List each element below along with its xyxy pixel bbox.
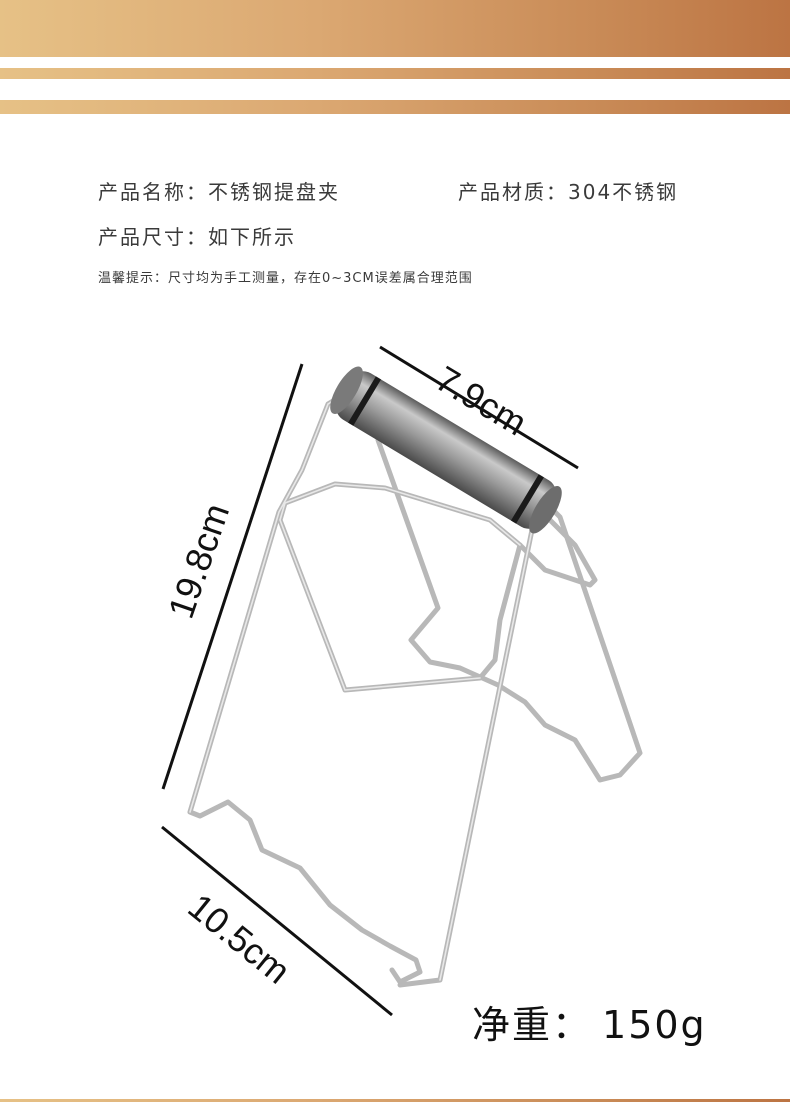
net-weight-label: 净重：	[472, 1003, 593, 1047]
wire-frame	[187, 395, 643, 988]
header-banner	[0, 0, 790, 57]
product-name-label: 产品名称：	[98, 180, 208, 204]
net-weight: 净重：150g	[472, 994, 707, 1049]
product-material: 产品材质：304不锈钢	[458, 176, 678, 205]
product-material-value: 304不锈钢	[568, 180, 679, 204]
product-size: 产品尺寸：如下所示	[98, 221, 296, 250]
handle-dimension-line	[379, 345, 579, 470]
net-weight-value: 150g	[602, 1003, 707, 1047]
product-material-label: 产品材质：	[458, 180, 568, 204]
width-dimension-line	[161, 825, 393, 1017]
decorative-stripe	[0, 68, 790, 79]
measurement-note: 温馨提示：尺寸均为手工测量，存在0~3CM误差属合理范围	[98, 271, 473, 286]
height-dimension-line	[161, 363, 304, 790]
footer-stripe	[0, 1099, 790, 1102]
decorative-stripe	[0, 100, 790, 114]
handle	[330, 366, 562, 534]
product-name: 产品名称：不锈钢提盘夹	[98, 176, 340, 205]
product-name-value: 不锈钢提盘夹	[208, 180, 340, 204]
product-size-label: 产品尺寸：	[98, 225, 208, 249]
product-size-value: 如下所示	[208, 225, 296, 249]
